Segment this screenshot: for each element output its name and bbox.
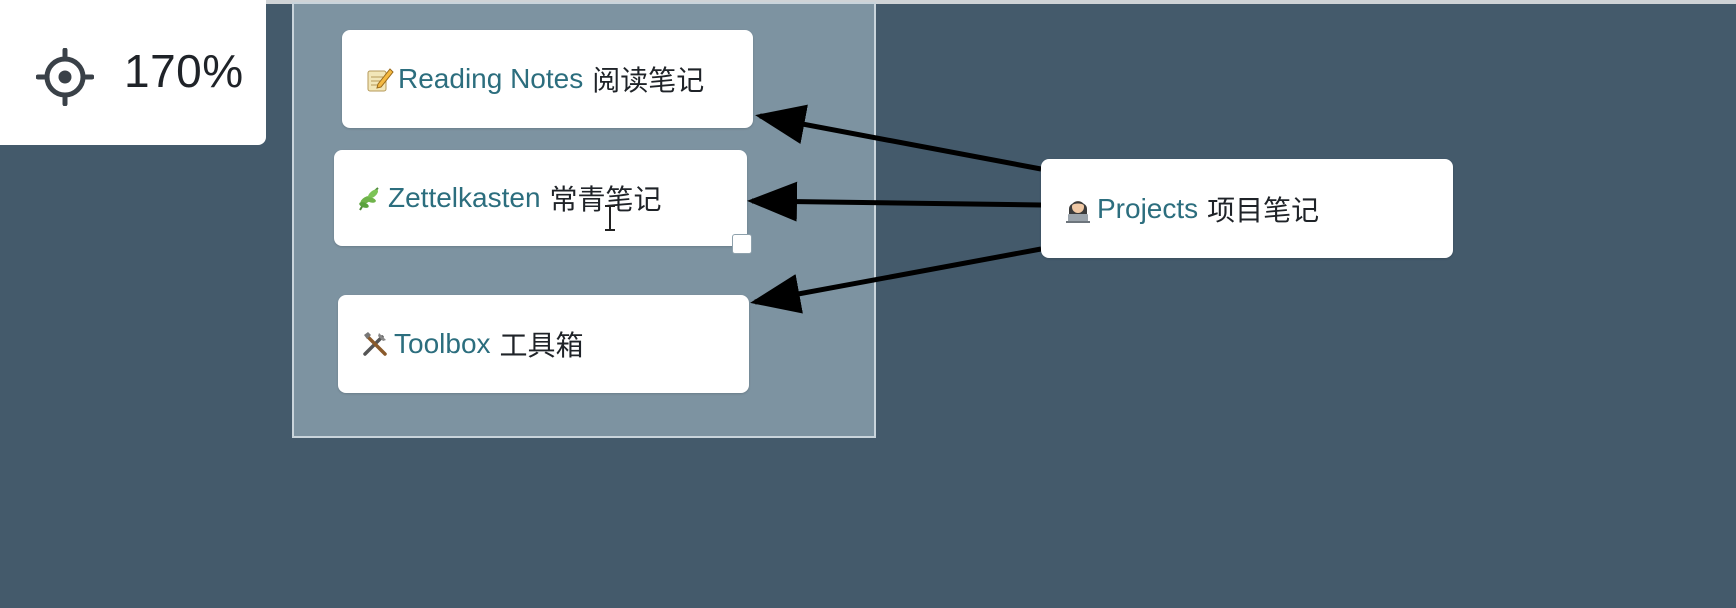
node-subtitle: 工具箱 — [499, 329, 584, 362]
tools-icon — [363, 332, 387, 356]
node-reading-notes[interactable]: Reading Notes 阅读笔记 — [342, 30, 753, 128]
node-toolbox[interactable]: Toolbox 工具箱 — [338, 295, 749, 393]
edge-projects-to-toolbox[interactable] — [750, 246, 1042, 314]
memo-icon — [367, 68, 394, 92]
resize-handle[interactable] — [732, 234, 752, 254]
node-title: Zettelkasten — [388, 182, 541, 213]
node-title: Reading Notes — [398, 63, 584, 94]
zoom-control[interactable]: 170% — [0, 0, 266, 145]
node-zettelkasten[interactable]: Zettelkasten 常青笔记 — [334, 150, 747, 246]
person-at-laptop-icon — [1066, 200, 1090, 223]
node-title: Toolbox — [394, 328, 491, 359]
node-subtitle: 常青笔记 — [549, 183, 662, 216]
node-title: Projects — [1097, 192, 1199, 224]
node-subtitle: 项目笔记 — [1207, 193, 1320, 227]
target-icon[interactable] — [36, 48, 94, 106]
herb-icon — [359, 187, 379, 211]
edge-projects-to-zettelkasten[interactable] — [747, 181, 1042, 222]
edge-projects-to-reading-notes[interactable] — [755, 104, 1042, 172]
zoom-level: 170% — [124, 45, 244, 97]
text-cursor-icon — [605, 205, 615, 231]
node-subtitle: 阅读笔记 — [592, 64, 705, 97]
node-projects[interactable]: Projects 项目笔记 — [1041, 159, 1453, 258]
